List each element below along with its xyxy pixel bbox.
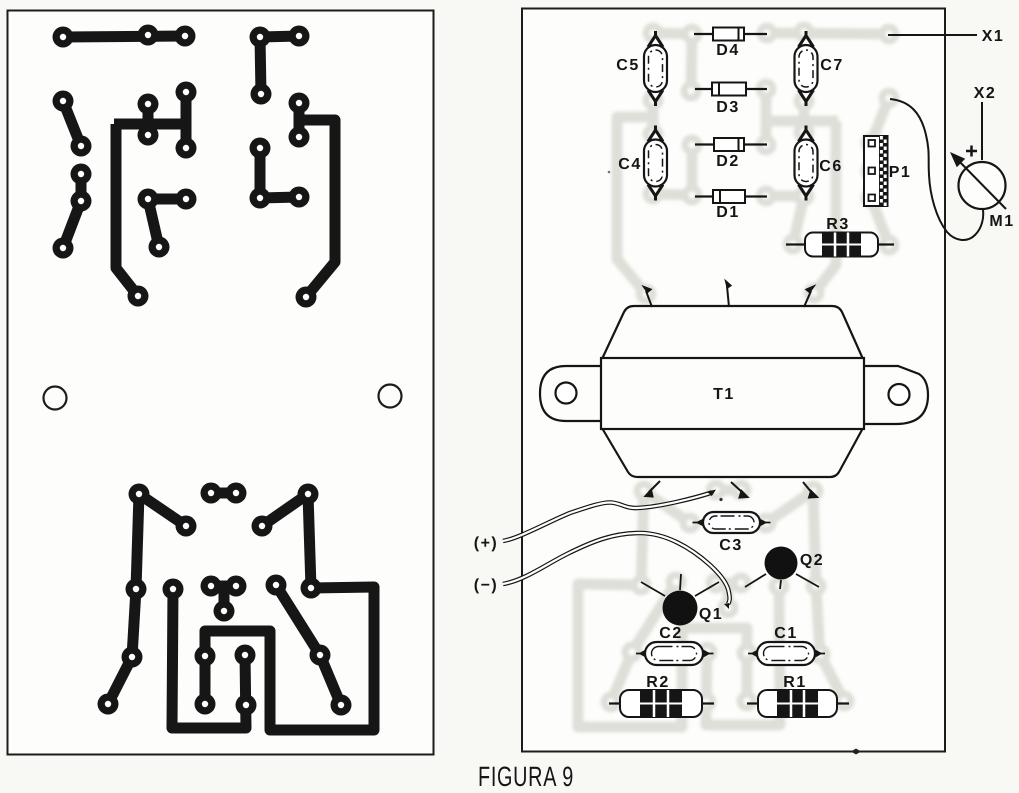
svg-text:C4: C4 <box>618 156 641 173</box>
svg-text:D2: D2 <box>716 153 739 170</box>
svg-text:C2: C2 <box>659 625 682 642</box>
svg-text:R2: R2 <box>646 674 669 691</box>
svg-text:X1: X1 <box>982 28 1005 45</box>
svg-text:FIGURA 9: FIGURA 9 <box>478 761 574 792</box>
svg-text:C1: C1 <box>774 625 797 642</box>
svg-text:C3: C3 <box>719 537 742 554</box>
svg-text:M1: M1 <box>989 213 1014 230</box>
svg-text:D4: D4 <box>716 42 739 59</box>
svg-text:C6: C6 <box>819 158 842 175</box>
svg-text:X2: X2 <box>974 85 997 102</box>
svg-text:C7: C7 <box>820 57 843 74</box>
svg-text:Q1: Q1 <box>699 606 723 623</box>
svg-text:(+): (+) <box>474 535 499 552</box>
svg-text:(−): (−) <box>474 577 499 594</box>
svg-text:Q2: Q2 <box>800 552 824 569</box>
svg-text:T1: T1 <box>713 386 735 403</box>
svg-text:R1: R1 <box>783 674 806 691</box>
svg-text:P1: P1 <box>889 164 912 181</box>
svg-text:R3: R3 <box>826 216 849 233</box>
svg-text:C5: C5 <box>616 57 639 74</box>
svg-text:D1: D1 <box>716 204 739 221</box>
svg-text:D3: D3 <box>716 99 739 116</box>
